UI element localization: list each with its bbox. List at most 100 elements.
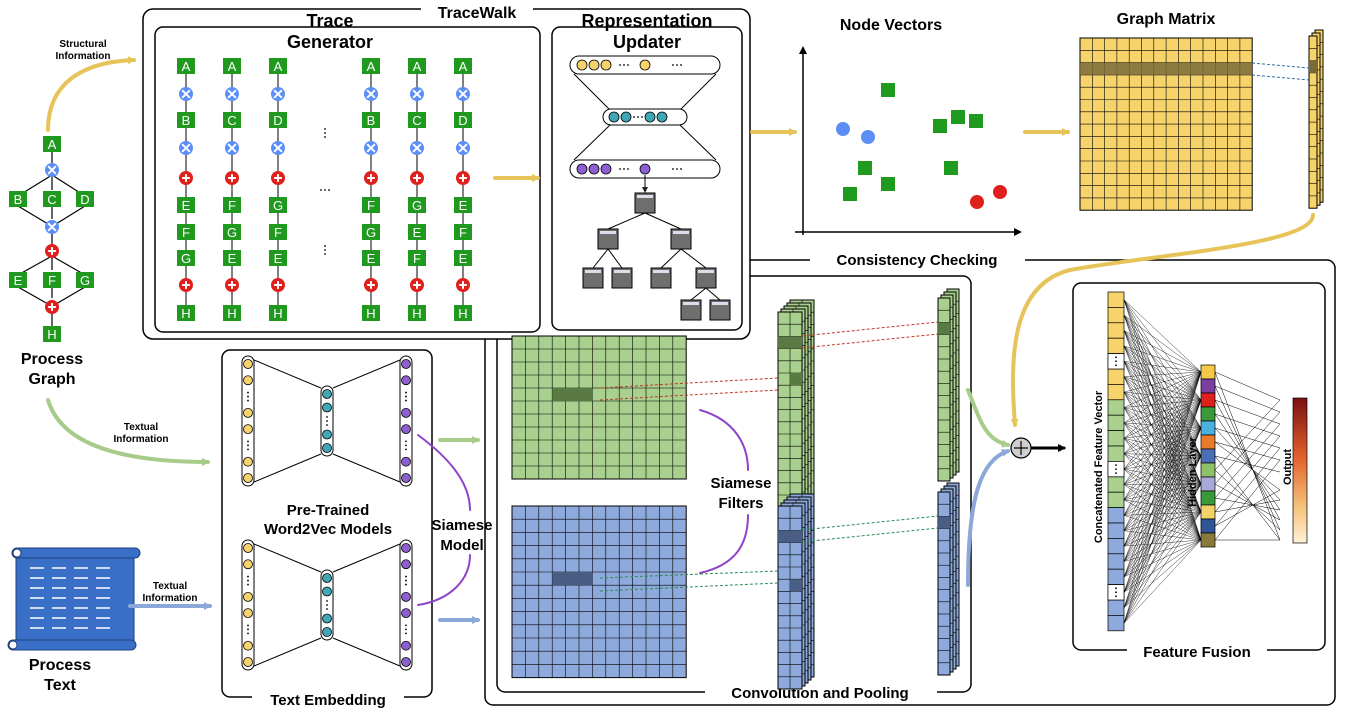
dot [1115,468,1117,470]
task-label: E [459,198,468,213]
feature-map-green [777,299,815,508]
dot [1115,464,1117,466]
task-label: G [412,198,422,213]
task-node-D: D [269,112,287,128]
connection [1123,427,1202,593]
task-node-F: F [269,224,287,240]
connection [1123,511,1202,531]
neuron [401,375,411,386]
neuron [243,473,253,483]
dot [247,448,249,451]
svg-text:Textual: Textual [153,581,187,592]
xor-gateway-icon [456,87,470,101]
xor-gateway-icon [410,87,424,101]
connection [1123,499,1202,513]
ellipsis [1115,587,1117,598]
dot [247,575,249,578]
dot [1115,472,1117,474]
connection [1123,299,1202,513]
tree-node [634,192,656,214]
siamese-filter-link [699,409,749,471]
dot [320,189,322,191]
connection [1123,315,1202,513]
connection [1214,385,1281,531]
hidden-neuron [1200,504,1216,520]
task-node-F: F [43,272,61,288]
connection [1123,455,1202,624]
task-node-H: H [223,305,241,321]
task-box [408,112,426,128]
feature-map-blue [777,493,815,690]
connection [1123,330,1202,541]
task-label: G [181,251,191,266]
ellipsis [405,391,407,402]
neuron [322,586,332,597]
connection [1123,376,1202,541]
hidden-neuron [1200,448,1216,464]
task-box [408,305,426,321]
tree-box-header [585,270,601,273]
neuron [243,359,253,369]
ellipsis [405,624,407,635]
neuron [243,591,253,602]
task-label: F [48,273,56,288]
neuron [243,657,253,667]
neuron [401,559,411,570]
green-node-point [881,177,895,191]
pooled-green-to-fusion-arrow [966,388,1010,448]
gateway-mark [412,143,422,153]
task-box [362,58,380,74]
task-label: A [367,59,376,74]
task-node-D: D [76,191,94,207]
connection [1123,376,1202,513]
tree-edge [705,287,721,301]
feature-cell [1107,599,1125,616]
dot [619,64,621,66]
feature-fusion-title: Feature Fusion [1143,644,1251,661]
svg-text:Information: Information [56,51,111,62]
siamese-filter-link [699,514,749,574]
task-box [454,305,472,321]
ellipsis [320,189,330,191]
task-node-G: G [223,224,241,240]
connection [1214,455,1281,541]
dot [247,444,249,447]
and-gateway-icon [179,171,193,185]
svg-text:Word2Vec Models: Word2Vec Models [264,521,392,538]
task-label: E [182,198,191,213]
task-node-E: E [454,250,472,266]
dot [637,116,639,118]
task-label: E [413,225,422,240]
connection [1123,345,1202,373]
connection [1123,371,1202,608]
task-label: A [228,59,237,74]
connection [1123,371,1202,439]
connection [1123,427,1202,516]
trace-generator-title-2: Generator [287,32,373,52]
task-node-E: E [9,272,27,288]
graph-edge [17,205,49,225]
ellipsis [619,168,629,170]
and-gateway-icon [456,278,470,292]
representation-updater-title-1: Representation [581,11,712,31]
concatenated-feature-vector-label: Concatenated Feature Vector [1093,390,1105,543]
textual-info-top-arrow [46,398,210,466]
task-box [43,272,61,288]
task-node-D: D [454,112,472,128]
tree-box-header [673,231,689,234]
connection [1214,497,1281,511]
xor-gateway-icon [45,220,59,234]
ellipsis [619,64,629,66]
connection [1123,455,1202,547]
connection [1123,483,1202,547]
task-box [454,250,472,266]
ellipsis [405,440,407,451]
dot [326,608,328,610]
neuron [322,613,332,624]
feature-cell [1107,414,1125,431]
dot [1115,587,1117,590]
